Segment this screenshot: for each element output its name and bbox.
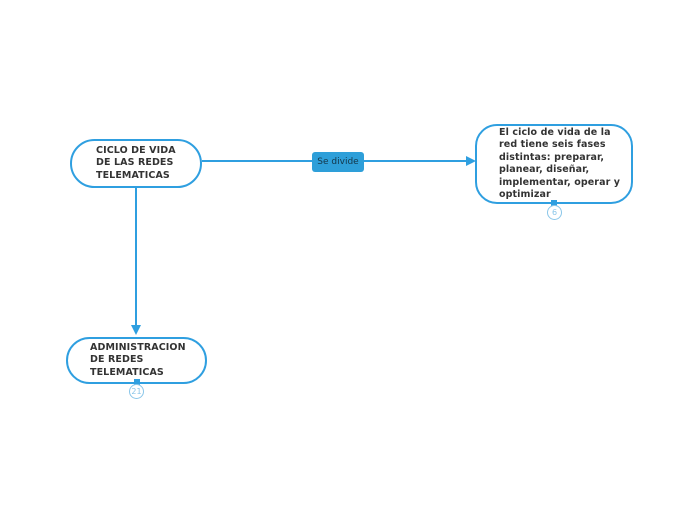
node-administracion-label: ADMINISTRACION DE REDES TELEMATICAS xyxy=(90,341,186,378)
node-seis-fases-anchor-dot xyxy=(551,200,557,206)
arrowhead-right-icon xyxy=(466,156,476,166)
node-seis-fases[interactable]: El ciclo de vida de la red tiene seis fa… xyxy=(475,124,633,204)
node-administracion-anchor-dot xyxy=(134,379,140,385)
node-seis-fases-count-badge[interactable]: 6 xyxy=(547,205,562,220)
node-administracion[interactable]: ADMINISTRACION DE REDES TELEMATICAS xyxy=(66,337,207,384)
node-administracion-count-badge[interactable]: 21 xyxy=(129,384,144,399)
node-ciclo-de-vida[interactable]: CICLO DE VIDA DE LAS REDES TELEMATICAS xyxy=(70,139,202,188)
connector-label-se-divide[interactable]: Se divide xyxy=(312,152,364,172)
connector-ciclo-to-admin xyxy=(135,187,137,328)
node-seis-fases-label: El ciclo de vida de la red tiene seis fa… xyxy=(499,126,621,201)
node-ciclo-de-vida-label: CICLO DE VIDA DE LAS REDES TELEMATICAS xyxy=(96,144,176,181)
arrowhead-down-icon xyxy=(131,325,141,335)
